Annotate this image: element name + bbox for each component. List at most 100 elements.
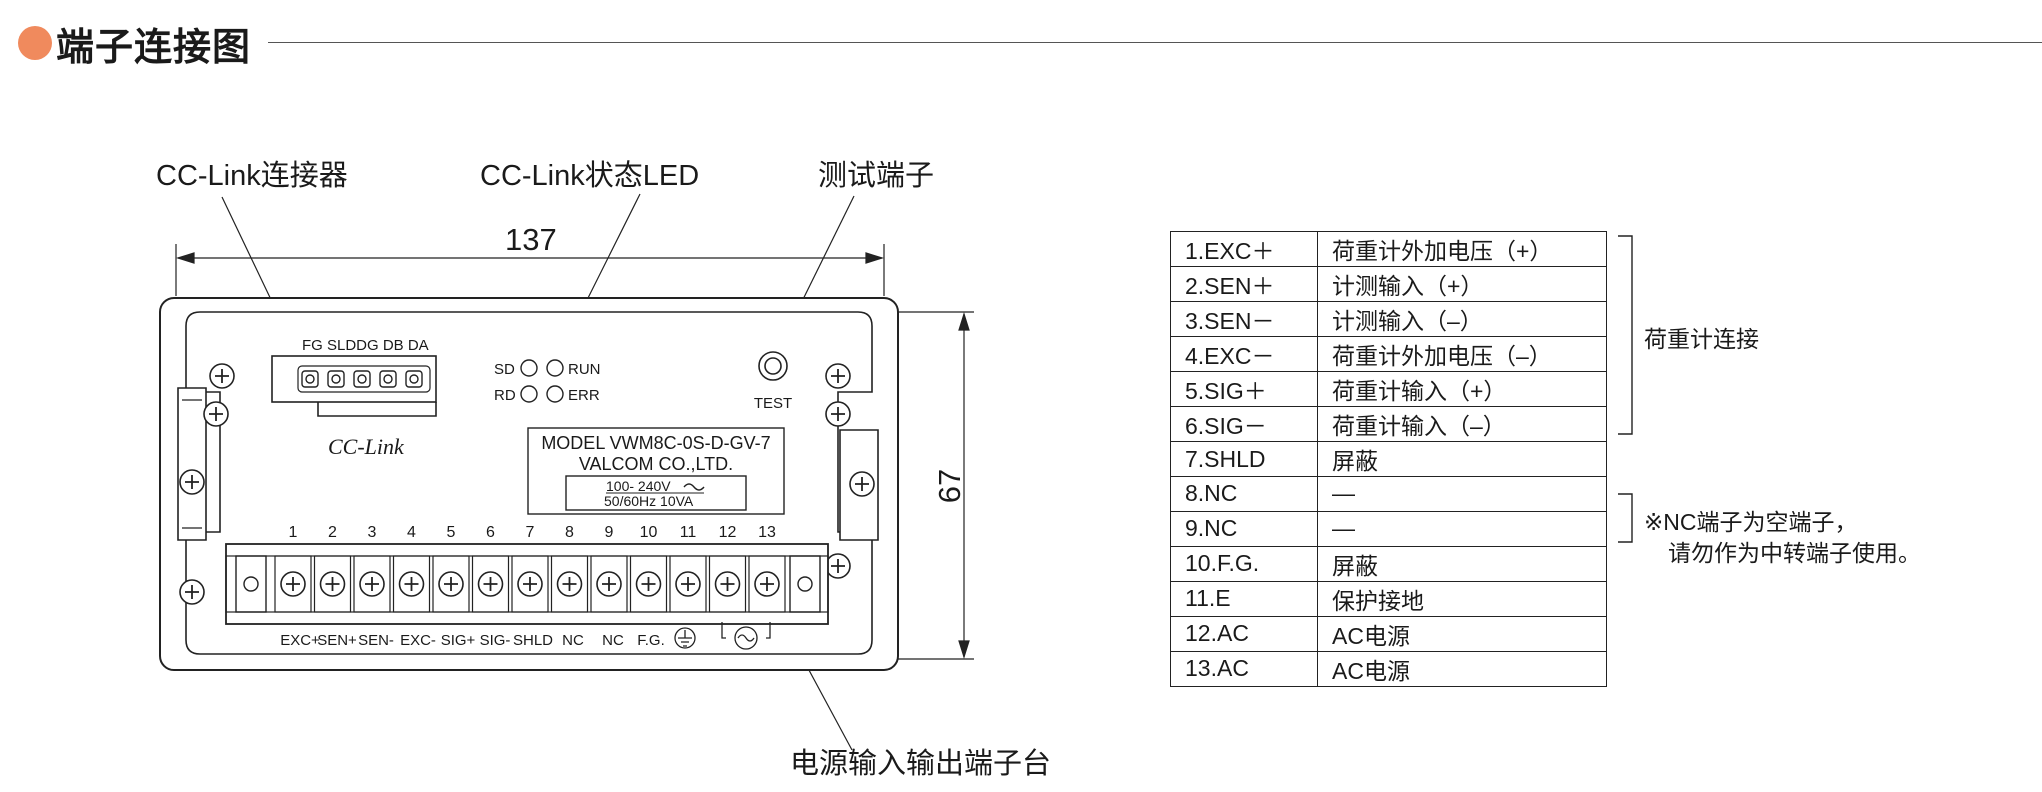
terminal-screw-icon bbox=[629, 555, 668, 613]
function-cell: 屏蔽 bbox=[1317, 441, 1607, 477]
mount-screw-icon bbox=[849, 471, 875, 497]
table-row: 6.SIG－荷重计输入（–） bbox=[1170, 406, 1607, 442]
nameplate-model: MODEL VWM8C-0S-D-GV-7 bbox=[541, 433, 770, 453]
mount-screw-icon bbox=[825, 401, 851, 427]
led-label-err: ERR bbox=[568, 387, 600, 404]
terminal-cell: 12.AC bbox=[1170, 615, 1318, 652]
table-row: 9.NC— bbox=[1170, 510, 1607, 547]
led-sd-icon bbox=[520, 359, 538, 377]
terminal-cell: 9.NC bbox=[1170, 510, 1318, 547]
width-value: 137 bbox=[505, 222, 557, 257]
led-err-icon bbox=[546, 385, 564, 403]
terminal-number: 9 bbox=[605, 524, 614, 541]
title-rule bbox=[268, 42, 2042, 43]
function-cell: 计测输入（–） bbox=[1317, 301, 1607, 337]
mount-screw-icon bbox=[179, 579, 205, 605]
test-terminal-icon bbox=[758, 351, 788, 381]
terminal-number: 7 bbox=[526, 524, 535, 541]
mount-screw-icon bbox=[203, 401, 229, 427]
terminal-signal-label: EXC+ bbox=[280, 632, 320, 649]
table-brackets bbox=[1618, 235, 1633, 543]
cc-link-connector bbox=[271, 355, 437, 417]
terminal-cell: 2.SEN＋ bbox=[1170, 266, 1318, 302]
terminal-screw-icon bbox=[669, 555, 707, 613]
table-row: 5.SIG＋荷重计输入（+） bbox=[1170, 371, 1607, 407]
function-cell: 荷重计外加电压（+） bbox=[1317, 231, 1607, 267]
width-dimension bbox=[175, 244, 885, 296]
terminal-screw-icon bbox=[392, 555, 431, 613]
panel-inner bbox=[185, 311, 873, 655]
mount-screw-icon bbox=[825, 363, 851, 389]
terminal-signal-label: SHLD bbox=[513, 632, 553, 649]
nameplate-maker: VALCOM CO.,LTD. bbox=[579, 454, 733, 474]
mount-screw-icon bbox=[825, 553, 851, 579]
callout-led: CC-Link状态LED bbox=[480, 159, 699, 192]
height-dimension bbox=[896, 311, 974, 660]
nameplate bbox=[527, 427, 785, 515]
terminal-number: 13 bbox=[758, 524, 776, 541]
terminal-signal-label: SIG+ bbox=[441, 632, 476, 649]
terminal-cell: 7.SHLD bbox=[1170, 441, 1318, 477]
terminal-cell: 6.SIG－ bbox=[1170, 406, 1318, 442]
title-bullet-icon bbox=[18, 26, 52, 60]
terminal-number: 6 bbox=[486, 524, 495, 541]
terminal-signal-label: SEN- bbox=[358, 632, 394, 649]
section-header: 端子连接图 bbox=[0, 0, 2042, 80]
terminal-signal-label: NC bbox=[562, 632, 584, 649]
table-row: 1.EXC＋荷重计外加电压（+） bbox=[1170, 231, 1607, 267]
function-cell: 计测输入（+） bbox=[1317, 266, 1607, 302]
terminal-screw-icon bbox=[511, 555, 549, 613]
terminal-screw-icon bbox=[313, 555, 352, 613]
function-cell: — bbox=[1317, 476, 1607, 512]
terminal-number: 1 bbox=[289, 524, 298, 541]
test-label: TEST bbox=[754, 395, 792, 412]
function-cell: AC电源 bbox=[1317, 650, 1607, 687]
terminal-screw-icon bbox=[748, 555, 786, 613]
mount-screw-icon bbox=[179, 469, 205, 495]
terminal-signal-label: EXC- bbox=[400, 632, 436, 649]
terminal-number: 10 bbox=[640, 524, 658, 541]
function-cell: 荷重计外加电压（–） bbox=[1317, 336, 1607, 372]
height-value: 67 bbox=[932, 469, 967, 503]
terminal-signal-label: SIG- bbox=[480, 632, 511, 649]
earth-ground-icon bbox=[674, 627, 696, 649]
nc-note-line1: ※NC端子为空端子， bbox=[1644, 509, 1858, 535]
terminal-screw-icon bbox=[471, 555, 510, 613]
terminal-number: 8 bbox=[565, 524, 574, 541]
callout-connector: CC-Link连接器 bbox=[156, 159, 348, 192]
terminal-number: 3 bbox=[368, 524, 377, 541]
table-row: 2.SEN＋计测输入（+） bbox=[1170, 266, 1607, 302]
cc-link-logo: CC-Link bbox=[328, 434, 405, 459]
terminal-cell: 4.EXC－ bbox=[1170, 336, 1318, 372]
ac-supply-icon bbox=[721, 622, 771, 650]
terminal-signal-label: SEN+ bbox=[317, 632, 357, 649]
rating-freq: 50/60Hz 10VA bbox=[604, 493, 694, 509]
led-run-icon bbox=[546, 359, 564, 377]
terminal-cell: 5.SIG＋ bbox=[1170, 371, 1318, 407]
terminal-cell: 1.EXC＋ bbox=[1170, 231, 1318, 267]
terminal-block bbox=[225, 543, 829, 625]
connector-pin-labels: FG SLDDG DB DA bbox=[302, 337, 429, 354]
table-row: 4.EXC－荷重计外加电压（–） bbox=[1170, 336, 1607, 372]
led-label-sd: SD bbox=[494, 361, 515, 378]
function-cell: 荷重计输入（–） bbox=[1317, 406, 1607, 442]
callout-power-block: 电源输入输出端子台 bbox=[790, 747, 1051, 780]
terminal-number: 2 bbox=[328, 524, 337, 541]
terminal-screw-icon bbox=[590, 555, 628, 613]
rating-voltage: 100- 240V bbox=[606, 478, 671, 494]
terminal-block-end-left bbox=[235, 555, 267, 613]
function-cell: 屏蔽 bbox=[1317, 545, 1607, 582]
terminal-table: 1.EXC＋荷重计外加电压（+）2.SEN＋计测输入（+）3.SEN－计测输入（… bbox=[1170, 231, 1607, 687]
terminal-signal-label: F.G. bbox=[637, 632, 665, 649]
page-title: 端子连接图 bbox=[56, 27, 252, 69]
function-cell: AC电源 bbox=[1317, 615, 1607, 652]
left-bracket bbox=[177, 387, 207, 541]
terminal-number: 4 bbox=[407, 524, 416, 541]
table-row: 10.F.G.屏蔽 bbox=[1170, 545, 1607, 582]
terminal-cell: 8.NC bbox=[1170, 476, 1318, 512]
